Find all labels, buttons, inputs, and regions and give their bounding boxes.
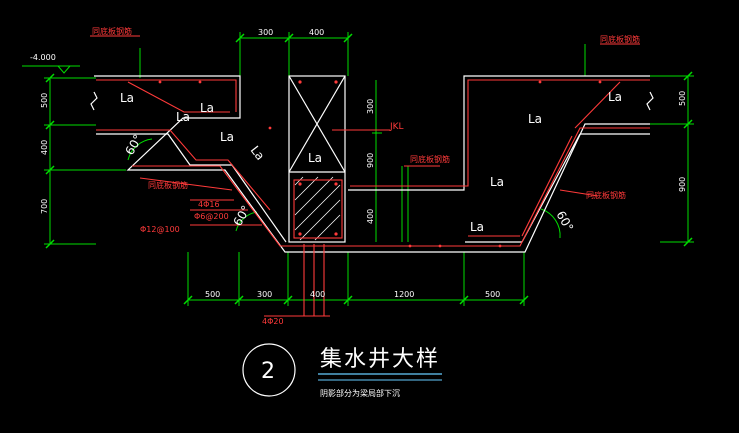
detail-number-circle xyxy=(242,343,296,397)
drawing-title: 集水井大样 xyxy=(320,347,440,372)
rebar-dots xyxy=(158,80,602,248)
rebar-note-top-right: 同底板钢筋 xyxy=(600,34,640,44)
dim-beam-400: 400 xyxy=(366,209,375,224)
rebar-note-left-mid: 同底板钢筋 xyxy=(148,180,188,190)
drawing-subtitle: 阴影部分为梁局部下沉 xyxy=(320,388,400,398)
dim-bottom-300: 300 xyxy=(257,290,272,299)
dim-beam-300: 300 xyxy=(366,99,375,114)
dim-left-500: 500 xyxy=(40,93,49,108)
jkl-label: JKL xyxy=(389,122,404,132)
dim-right-500: 500 xyxy=(678,91,687,106)
dim-beam-900: 900 xyxy=(366,153,375,168)
bar-4-16-label: 4Φ16 xyxy=(198,200,220,209)
la-label: La xyxy=(608,90,622,104)
concrete-outline xyxy=(90,75,654,253)
detail-number: 2 xyxy=(261,359,275,384)
dim-right-900: 900 xyxy=(678,177,687,192)
bar-12-100-label: Φ12@100 xyxy=(140,225,180,234)
dim-top-400: 400 xyxy=(309,28,324,37)
la-label: La xyxy=(470,220,484,234)
dim-bottom-400: 400 xyxy=(310,290,325,299)
la-label: La xyxy=(248,143,268,163)
dim-left-400: 400 xyxy=(40,140,49,155)
dim-top-300: 300 xyxy=(258,28,273,37)
la-label: La xyxy=(528,112,542,126)
elevation-mark xyxy=(22,65,80,74)
la-label: La xyxy=(120,91,134,105)
la-label: La xyxy=(200,101,214,115)
dim-bottom-1200: 1200 xyxy=(394,290,414,299)
beam-drop-hatch xyxy=(294,176,341,241)
la-label: La xyxy=(308,151,322,165)
la-label: La xyxy=(176,110,190,124)
bar-6-200-label: Φ6@200 xyxy=(194,212,229,221)
la-label: La xyxy=(490,175,504,189)
dim-bottom-500-right: 500 xyxy=(485,290,500,299)
rebar-note-right: 同底板钢筋 xyxy=(586,190,626,200)
bar-4-20-label: 4Φ20 xyxy=(262,317,284,326)
rebar-note-center: 同底板钢筋 xyxy=(410,154,450,164)
angle-label: 60° xyxy=(553,209,576,234)
la-label: La xyxy=(220,130,234,144)
elevation-label: -4.000 xyxy=(30,53,56,62)
dim-bottom-500-left: 500 xyxy=(205,290,220,299)
dimension-tick-marks xyxy=(45,33,693,305)
angle-label: 60° xyxy=(122,132,145,157)
rebar-note-top-left: 同底板钢筋 xyxy=(92,26,132,36)
rebar-lines xyxy=(90,35,650,317)
dimension-lines xyxy=(44,32,694,306)
dim-left-700: 700 xyxy=(40,199,49,214)
